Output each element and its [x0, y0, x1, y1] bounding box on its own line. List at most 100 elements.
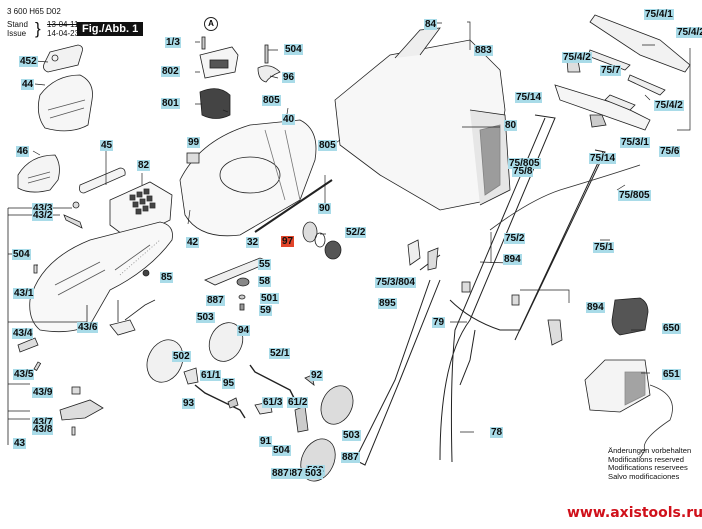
modification-notes: Änderungen vorbehalten Modifications res… — [608, 446, 691, 481]
part-label[interactable]: 42 — [186, 237, 200, 248]
part-label[interactable]: 75/14 — [589, 153, 617, 164]
wheels — [146, 322, 354, 482]
handle-tubes — [354, 114, 606, 466]
part-label[interactable]: 43/6 — [77, 322, 99, 333]
part-label[interactable]: 43/8 — [32, 424, 54, 435]
part-label[interactable]: 75/6 — [659, 146, 681, 157]
part-label[interactable]: 85 — [160, 272, 174, 283]
part-label[interactable]: 801 — [161, 98, 180, 109]
part-label[interactable]: 61/1 — [200, 370, 222, 381]
part-label[interactable]: 75/4/2 — [676, 27, 702, 38]
issue-date: 14-04-23 — [47, 29, 80, 38]
part-label[interactable]: 91 — [259, 436, 273, 447]
grass-box-part — [334, 27, 511, 211]
part-label[interactable]: 805 — [262, 95, 281, 106]
part-label[interactable]: 651 — [662, 369, 681, 380]
axle-rod-part — [254, 179, 333, 233]
top-handle-bar — [554, 14, 691, 131]
part-label[interactable]: 99 — [187, 137, 201, 148]
part-label[interactable]: 80 — [504, 120, 518, 131]
note-line: Salvo modificaciones — [608, 471, 680, 481]
charger-part — [584, 359, 673, 459]
part-label[interactable]: 94 — [237, 325, 251, 336]
part-label[interactable]: 43 — [13, 438, 27, 449]
battery-pack-part — [611, 297, 649, 336]
part-label[interactable]: 503 — [196, 312, 215, 323]
part-label[interactable]: 504 — [272, 445, 291, 456]
part-label[interactable]: 61/2 — [287, 397, 309, 408]
part-label[interactable]: 75/4/2 — [562, 52, 592, 63]
part-label[interactable]: 43/1 — [13, 288, 35, 299]
part-label[interactable]: 79 — [432, 317, 446, 328]
part-label[interactable]: 90 — [318, 203, 332, 214]
part-label[interactable]: 95 — [222, 378, 236, 389]
part-label[interactable]: 802 — [161, 66, 180, 77]
part-label[interactable]: 75/4/1 — [644, 9, 674, 20]
part-label[interactable]: 32 — [246, 237, 260, 248]
part-label[interactable]: 92 — [310, 370, 324, 381]
filter-part — [186, 152, 200, 164]
part-label[interactable]: 43/2 — [32, 210, 54, 221]
part-label[interactable]: 504 — [284, 44, 303, 55]
part-label[interactable]: 96 — [282, 72, 296, 83]
part-label[interactable]: 58 — [258, 276, 272, 287]
part-label[interactable]: 84 — [424, 19, 438, 30]
part-label[interactable]: 894 — [503, 254, 522, 265]
part-label[interactable]: 805 — [318, 140, 337, 151]
part-label[interactable]: 61/3 — [262, 397, 284, 408]
part-label[interactable]: 97 — [281, 236, 295, 247]
part-label[interactable]: 43/3 — [32, 203, 54, 214]
part-label[interactable]: 52/1 — [269, 348, 291, 359]
part-label[interactable]: 894 — [586, 302, 605, 313]
part-label[interactable]: 504 — [12, 249, 31, 260]
mower-deck-part — [179, 119, 317, 237]
part-label[interactable]: 93 — [182, 398, 196, 409]
part-label[interactable]: 44 — [21, 79, 35, 90]
part-label[interactable]: 40 — [282, 114, 296, 125]
part-label[interactable]: 55 — [258, 259, 272, 270]
part-label[interactable]: 59 — [259, 305, 273, 316]
note-line: Modifications reserved — [608, 454, 684, 464]
part-label[interactable]: 46 — [16, 146, 30, 157]
part-label[interactable]: 501 — [260, 293, 279, 304]
part-label[interactable]: 45 — [100, 140, 114, 151]
part-label[interactable]: 887 — [341, 452, 360, 463]
part-label[interactable]: 43/9 — [32, 387, 54, 398]
part-label[interactable]: 895 — [378, 298, 397, 309]
part-label[interactable]: 75/8 — [512, 166, 534, 177]
housing-cover-part — [37, 74, 93, 132]
part-label[interactable]: 503 — [304, 468, 323, 479]
hub-52-2-part — [302, 221, 342, 260]
part-label[interactable]: 75/3/1 — [620, 137, 650, 148]
part-label[interactable]: 75/14 — [515, 92, 543, 103]
part-label[interactable]: 82 — [137, 160, 151, 171]
part-label[interactable]: 75/3/804 — [375, 277, 416, 288]
part-label[interactable]: 78 — [490, 427, 504, 438]
battery-cover-part — [43, 44, 83, 73]
lever-75-3-part — [407, 239, 563, 346]
part-label[interactable]: 502 — [172, 351, 191, 362]
detail-callout-marker: A — [204, 17, 218, 31]
part-label[interactable]: 75/4/2 — [654, 100, 684, 111]
part-label[interactable]: 43/4 — [12, 328, 34, 339]
part-label[interactable]: 887 — [271, 468, 290, 479]
note-line: Modifications reservees — [608, 463, 688, 472]
part-label[interactable]: 650 — [662, 323, 681, 334]
part-label[interactable]: 887 — [285, 468, 304, 479]
issue-label: Issue — [7, 29, 27, 38]
part-label[interactable]: 75/2 — [504, 233, 526, 244]
part-label[interactable]: 503 — [342, 430, 361, 441]
part-label[interactable]: 75/805 — [618, 190, 651, 201]
part-label[interactable]: 887 — [206, 295, 225, 306]
part-label[interactable]: 43/5 — [13, 369, 35, 380]
part-label[interactable]: 1/3 — [165, 37, 181, 48]
website-watermark[interactable]: www.axistools.ru — [567, 505, 702, 521]
part-label[interactable]: 75/805 — [508, 158, 541, 169]
part-label[interactable]: 43/7 — [32, 417, 54, 428]
washer-part — [238, 294, 246, 300]
part-label[interactable]: 52/2 — [345, 227, 367, 238]
part-label[interactable]: 75/1 — [593, 242, 615, 253]
part-label[interactable]: 75/7 — [600, 65, 622, 76]
part-label[interactable]: 452 — [19, 56, 38, 67]
part-label[interactable]: 883 — [474, 45, 493, 56]
